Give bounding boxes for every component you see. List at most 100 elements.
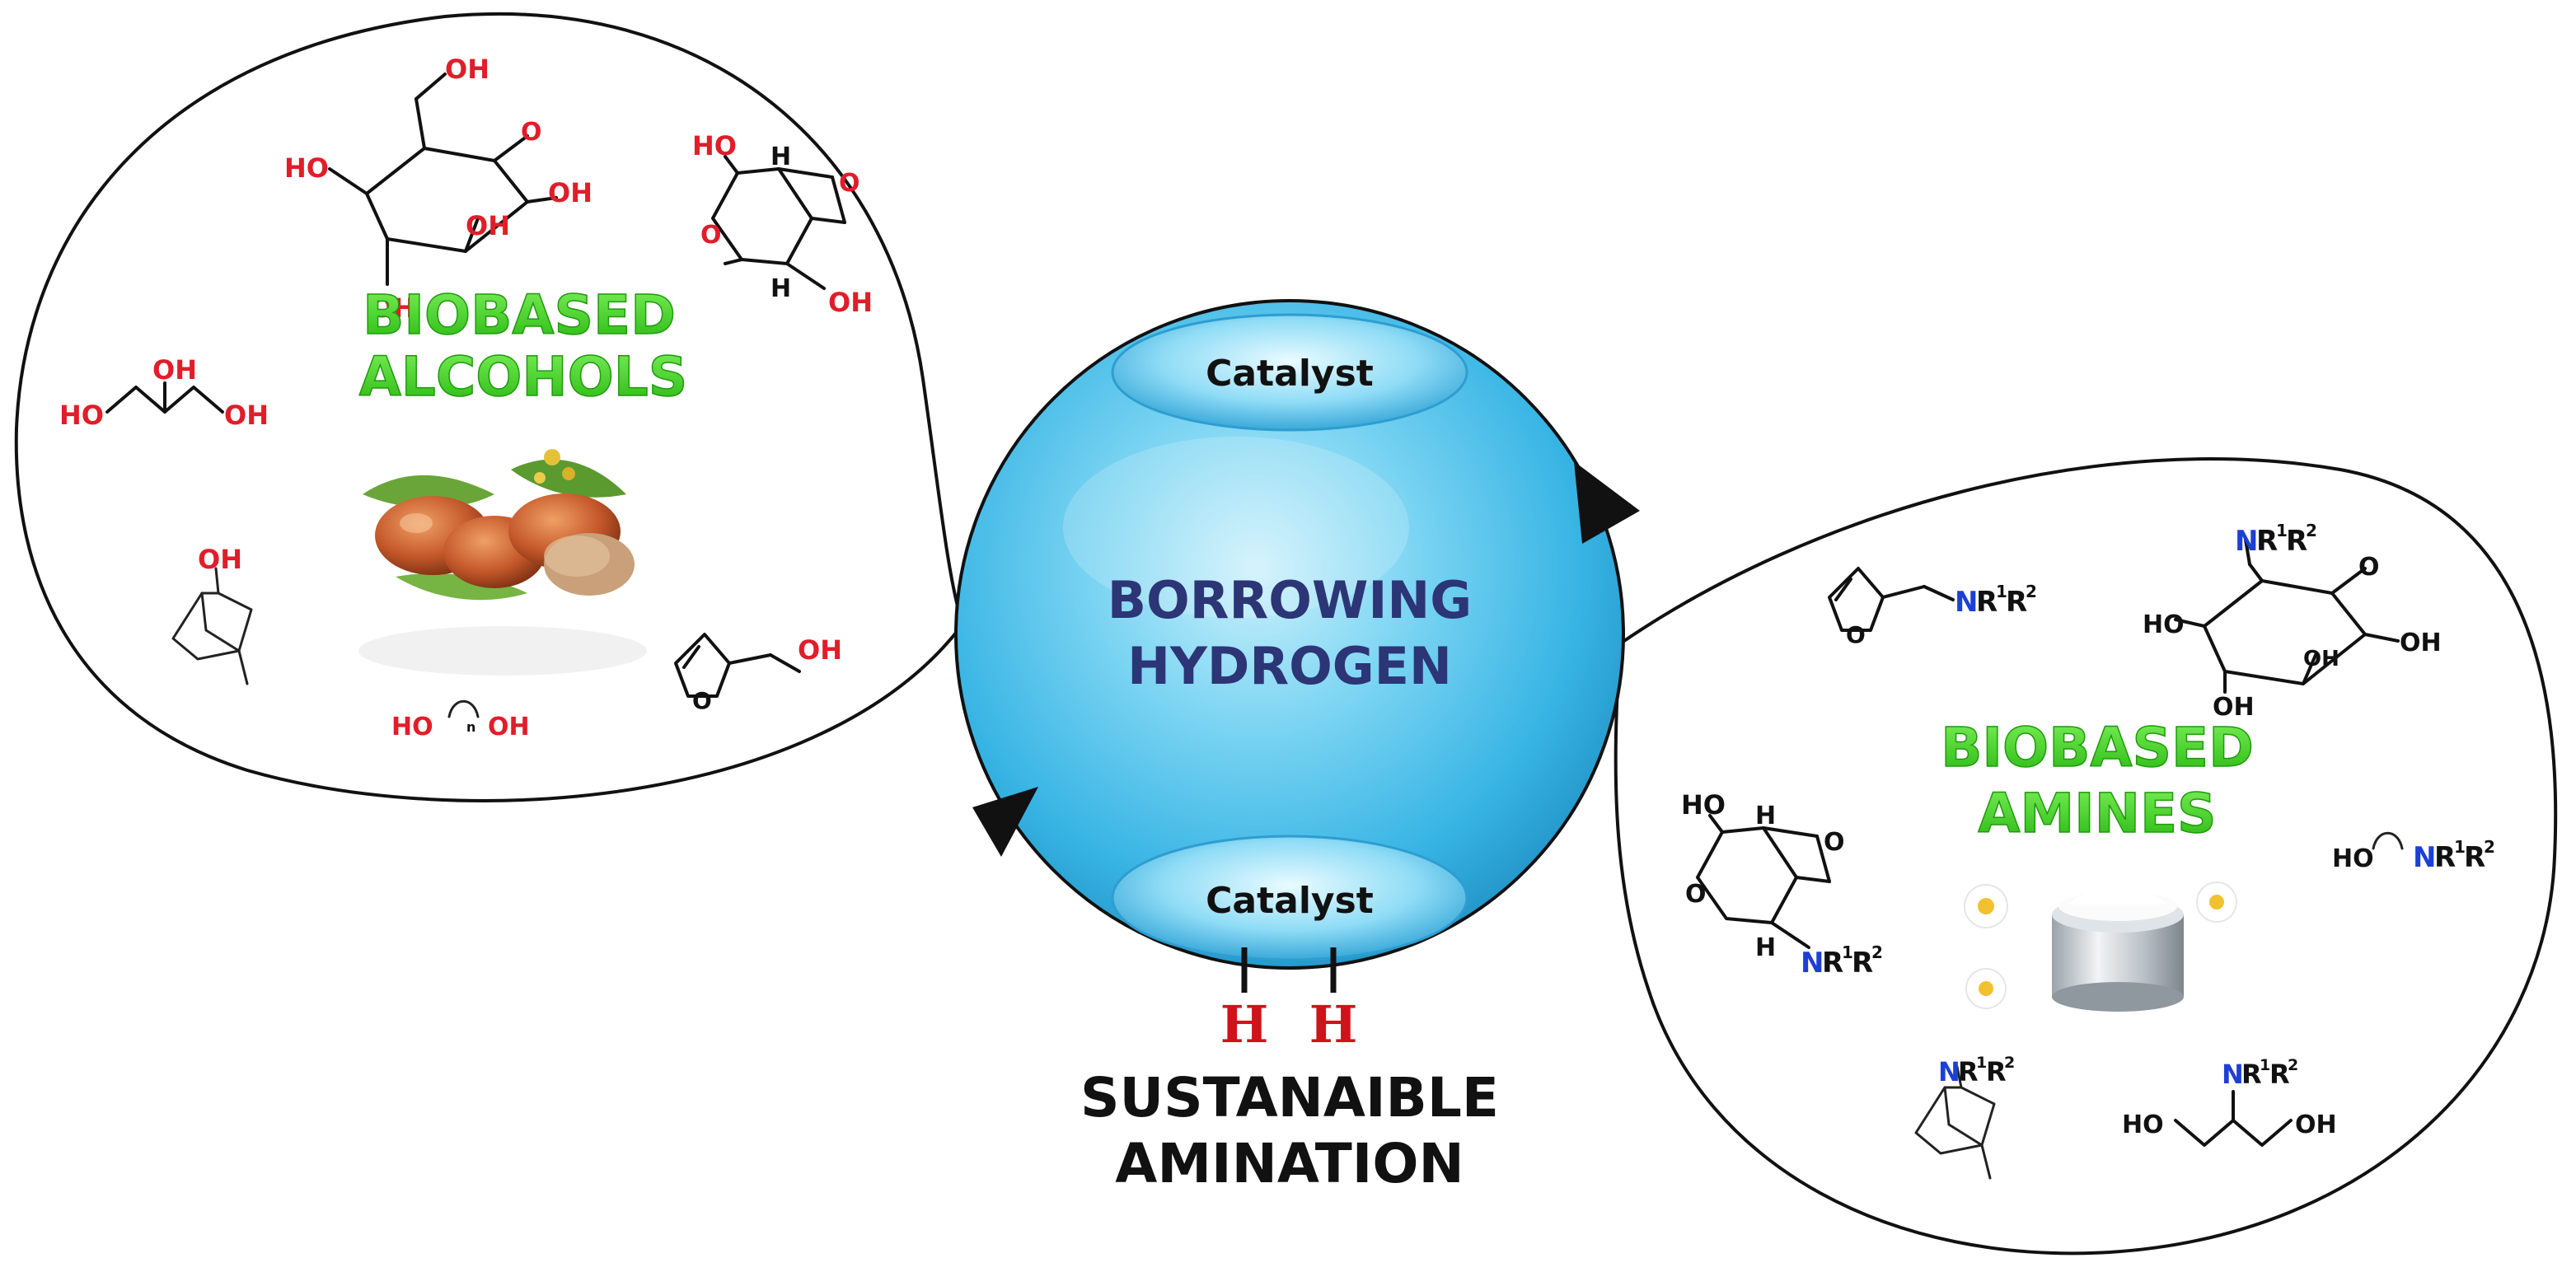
svg-text:1: 1 [1842,942,1853,962]
catalyst-disk-top [1111,313,1468,432]
svg-text:O: O [521,118,542,147]
diol-ho: HO [391,713,433,741]
svg-text:HO: HO [2122,1111,2164,1139]
svg-text:1: 1 [1976,1054,1987,1072]
glucosamine-structure: O N R 1 R 2 HO OH OH OH [2143,521,2442,722]
glucose-oh-mid: OH [466,210,510,241]
glucose-oh-bottom: OH [371,292,415,324]
svg-text:R: R [2269,1059,2290,1090]
svg-text:R: R [2006,586,2027,619]
isosorbide-structure: HO OH H H O O [692,130,873,318]
glycerol-structure: OH HO OH [59,354,269,431]
svg-text:R: R [1822,947,1843,980]
svg-text:R: R [1852,947,1873,980]
svg-text:OH: OH [2213,693,2255,722]
center-title-line2: HYDROGEN [1127,636,1452,696]
svg-text:1: 1 [2276,521,2288,540]
svg-text:HO: HO [2332,844,2374,873]
right-title-line2: AMINES [1978,782,2216,845]
jojoba-nuts-image [358,449,647,676]
furfuryl-amine-n: N [1955,586,1978,619]
glycerol-amine-n: N [2222,1059,2244,1090]
svg-text:OH: OH [2295,1111,2337,1139]
glycerol-oh-right: OH [224,400,269,431]
svg-text:1: 1 [2260,1056,2270,1074]
furfuryl-oh: OH [798,634,842,666]
svg-text:O: O [700,221,722,250]
svg-text:OH: OH [2303,647,2339,671]
svg-text:OH: OH [2400,629,2442,657]
svg-text:R: R [2464,841,2485,874]
alkyl-amine-n: N [2413,841,2436,874]
svg-text:2: 2 [2484,837,2495,857]
caption-line1: SUSTANAIBLE [1080,1066,1499,1129]
borrowing-hydrogen-cycle: Catalyst BORROWING HYDROGEN Catalyst H H [954,299,1640,1055]
glycerol-ho-left: HO [59,400,104,431]
svg-text:2: 2 [2026,582,2037,601]
svg-text:O: O [2358,553,2380,582]
terpene-amine-structure: N R 1 R 2 [1914,1054,2015,1180]
right-title-line1: BIOBASED [1941,716,2254,779]
glycerol-oh-top: OH [152,354,197,386]
caption-line2: AMINATION [1115,1132,1464,1195]
glucose-ho-left: HO [284,152,329,184]
left-bubble-outline [14,12,965,802]
glucose-oh-right: OH [548,177,592,208]
svg-text:O: O [839,169,860,198]
svg-text:R: R [2434,841,2456,874]
svg-text:H: H [1755,802,1776,830]
svg-text:R: R [1958,1056,1979,1087]
glucosamine-n: N [2235,525,2258,558]
svg-text:2: 2 [2288,1056,2298,1074]
svg-text:HO: HO [2143,610,2185,639]
diol-n: n [466,719,475,735]
right-bubble-outline [1614,457,2558,1256]
svg-text:H: H [1755,933,1776,962]
hydrogen-left: H [1220,994,1269,1055]
catalyst-label-bottom: Catalyst [1206,880,1374,922]
isosorbide-oh: OH [828,287,873,318]
terpene-oh: OH [198,544,242,575]
svg-text:2: 2 [2306,521,2317,540]
center-sphere [954,299,1625,970]
diol-structure: HO n OH [391,699,530,741]
cycle-arrow-left [972,787,1038,857]
isosorbide-h-bottom: H [770,274,791,303]
svg-text:O: O [692,687,712,714]
svg-text:2: 2 [1871,942,1883,962]
svg-text:1: 1 [2454,837,2466,857]
terpene-amine-n: N [1938,1056,1960,1087]
center-title-line1: BORROWING [1108,570,1472,630]
furfuryl-amine-structure: O N R 1 R 2 [1828,567,2037,648]
glucose-structure: OH HO OH OH OH O [284,54,592,324]
isosorbide-amine-structure: HO H H O O N R 1 R 2 [1681,789,1883,980]
isosorbide-ho: HO [692,130,737,161]
furfuryl-alcohol-structure: O OH [674,633,842,714]
alkyl-amine-structure: HO N R 1 R 2 [2332,831,2495,874]
isosorbide-h-top: H [770,143,791,171]
svg-text:O: O [1824,828,1845,857]
isosorbide-amine-ho: HO [1681,789,1726,821]
isosorbide-amine-n: N [1801,947,1824,980]
svg-text:R: R [1976,586,1998,619]
glucose-oh-top: OH [445,54,489,85]
glycerol-amine-structure: N R 1 R 2 HO OH [2122,1056,2337,1147]
svg-text:R: R [2241,1059,2262,1090]
cycle-arrow-right [1574,461,1640,544]
left-title-line2: ALCOHOLS [359,345,688,409]
svg-text:R: R [1986,1056,2007,1087]
svg-text:R: R [2286,525,2307,558]
catalyst-label-top: Catalyst [1206,353,1374,395]
hydrogen-right: H [1309,994,1358,1055]
diol-oh: OH [488,713,530,741]
svg-text:2: 2 [2004,1054,2015,1072]
catalyst-disk-bottom [1111,835,1468,961]
svg-text:O: O [1685,880,1707,909]
svg-text:O: O [1846,621,1866,648]
svg-text:R: R [2256,525,2278,558]
left-title-line1: BIOBASED [363,283,676,347]
svg-text:1: 1 [1996,582,2007,601]
terpene-alcohol-structure: OH [171,544,253,685]
cream-jar-image [1964,882,2237,1012]
